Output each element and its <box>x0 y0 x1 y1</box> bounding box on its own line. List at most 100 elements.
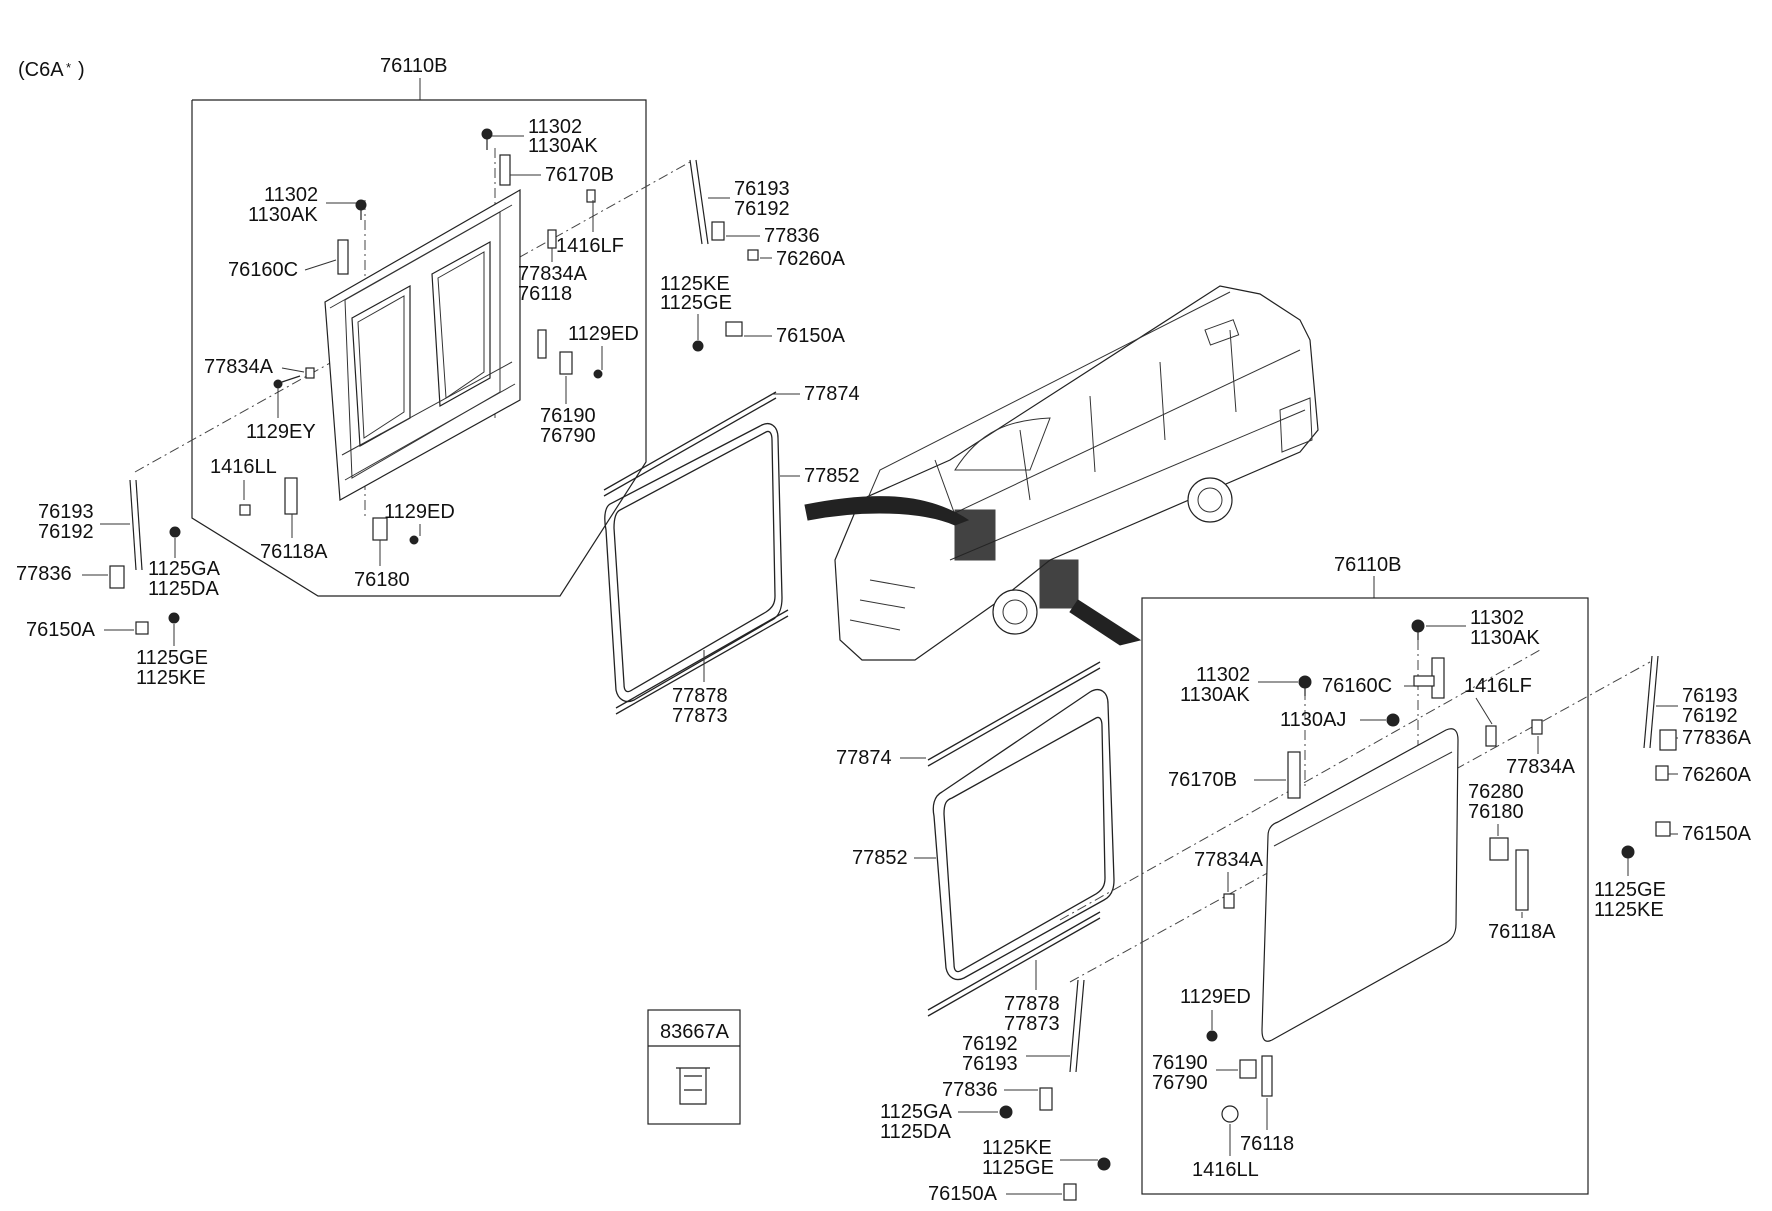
right-assembly-title: 76110B <box>1334 554 1401 576</box>
label-76280: 76280 <box>1468 781 1524 803</box>
label-1130aj: 1130AJ <box>1280 709 1346 731</box>
label-76118a: 76118A <box>260 541 328 563</box>
label-11302-d: 11302 <box>1196 664 1250 686</box>
label-76160c-b: 76160C <box>1322 675 1392 697</box>
label-76193-a: 76193 <box>734 178 790 200</box>
svg-text:(C6A: (C6A <box>18 59 64 81</box>
label-76192-c: 76192 <box>1682 705 1738 727</box>
label-1130ak-d: 1130AK <box>1180 684 1250 706</box>
left-assembly-title: 76110B <box>380 55 447 77</box>
left-outside-parts: 76193 76192 77836 76260A 1125KE 1125GE 7… <box>16 159 846 689</box>
label-1416lf-b: 1416LF <box>1464 675 1532 697</box>
seal-label-77878-b: 77878 <box>1004 993 1060 1015</box>
label-1125ge-a: 1125GE <box>660 292 732 314</box>
label-1125ge-c: 1125GE <box>1594 879 1666 901</box>
label-1125ga-a: 1125GA <box>148 558 221 580</box>
label-1416lf: 1416LF <box>556 235 624 257</box>
right-outside-parts: 76193 76192 77836A 76260A 76150A 1125GE … <box>1594 655 1752 921</box>
label-76260a-b: 76260A <box>1682 764 1752 786</box>
label-1125da-a: 1125DA <box>148 578 219 600</box>
label-76118-b: 76118 <box>1240 1133 1294 1155</box>
label-1130ak-c: 1130AK <box>1470 627 1540 649</box>
label-76170b: 76170B <box>545 164 614 186</box>
seal-label-77852-b: 77852 <box>852 847 908 869</box>
label-1125ge-d: 1125GE <box>982 1157 1054 1179</box>
clip-callout: 83667A <box>647 1009 741 1125</box>
left-assembly: 76110B <box>134 55 691 597</box>
label-1125ke-d: 1125KE <box>982 1137 1052 1159</box>
left-door-panel <box>324 188 521 501</box>
label-1125ke-a: 1125KE <box>660 273 730 295</box>
seal-label-77873-b: 77873 <box>1004 1013 1060 1035</box>
label-77834a-b: 77834A <box>204 356 274 378</box>
label-76190: 76190 <box>540 405 596 427</box>
left-hardware <box>239 128 603 545</box>
label-1130ak-a: 1130AK <box>528 135 598 157</box>
arrow-to-middle-door <box>1069 599 1142 646</box>
right-door-panel <box>1261 728 1459 1042</box>
label-76118: 76118 <box>518 283 572 305</box>
label-1129ed-a: 1129ED <box>568 323 639 345</box>
arrow-to-front-door <box>804 496 970 526</box>
label-1416ll: 1416LL <box>210 456 277 478</box>
label-11302-b: 11302 <box>264 184 318 206</box>
label-76190-b: 76190 <box>1152 1052 1208 1074</box>
label-76180: 76180 <box>354 569 410 591</box>
seal-label-77873-a: 77873 <box>672 705 728 727</box>
svg-text:): ) <box>78 59 85 81</box>
label-77834a-a: 77834A <box>518 263 588 285</box>
label-77834a-d: 77834A <box>1194 849 1264 871</box>
label-1125ga-b: 1125GA <box>880 1101 953 1123</box>
right-hardware <box>1206 619 1543 1123</box>
right-assembly: 76110B 11302 <box>1059 554 1651 1195</box>
label-1125ge-b: 1125GE <box>136 647 208 669</box>
clip-icon <box>676 1067 710 1105</box>
bus-middle-door-highlight <box>1039 559 1079 609</box>
label-76170b-b: 76170B <box>1168 769 1237 791</box>
label-76180-b: 76180 <box>1468 801 1524 823</box>
label-77836-b: 77836 <box>16 563 72 585</box>
label-1125ke-b: 1125KE <box>136 667 206 689</box>
label-76150a-d: 76150A <box>928 1183 998 1205</box>
label-76193-d: 76193 <box>962 1053 1018 1075</box>
label-76192-d: 76192 <box>962 1033 1018 1055</box>
seal-label-77874-b: 77874 <box>836 747 892 769</box>
svg-text:*: * <box>66 60 71 75</box>
label-76193-b: 76193 <box>38 501 94 523</box>
lower-seal-set: 77874 77852 77878 77873 <box>836 661 1115 1035</box>
seal-label-77878-a: 77878 <box>672 685 728 707</box>
label-76790-b: 76790 <box>1152 1072 1208 1094</box>
label-76150a-b: 76150A <box>26 619 96 641</box>
label-1130ak-b: 1130AK <box>248 204 318 226</box>
label-1125ke-c: 1125KE <box>1594 899 1664 921</box>
label-76790: 76790 <box>540 425 596 447</box>
variant-code: (C6A * ) <box>18 59 85 81</box>
label-76118a-b: 76118A <box>1488 921 1556 943</box>
upper-seal-set: 77874 77852 77878 77873 <box>603 383 860 727</box>
label-77836-d: 77836 <box>942 1079 998 1101</box>
label-77834a-c: 77834A <box>1506 756 1576 778</box>
label-77836a: 77836A <box>1682 727 1752 749</box>
label-76193-c: 76193 <box>1682 685 1738 707</box>
label-11302-c: 11302 <box>1470 607 1524 629</box>
label-1416ll-b: 1416LL <box>1192 1159 1259 1181</box>
label-1129ed-c: 1129ED <box>1180 986 1251 1008</box>
label-76260a-a: 76260A <box>776 248 846 270</box>
left-assembly-frame <box>191 99 647 597</box>
label-1129ey: 1129EY <box>246 421 316 443</box>
label-76192-a: 76192 <box>734 198 790 220</box>
label-11302-a: 11302 <box>528 116 582 138</box>
label-76150a-c: 76150A <box>1682 823 1752 845</box>
clip-label-83667a: 83667A <box>660 1021 730 1043</box>
seal-label-77874-a: 77874 <box>804 383 860 405</box>
label-76160c: 76160C <box>228 259 298 281</box>
label-76150a-a: 76150A <box>776 325 846 347</box>
label-1125da-b: 1125DA <box>880 1121 951 1143</box>
right-assembly-frame <box>1141 597 1589 1195</box>
label-1129ed-b: 1129ED <box>384 501 455 523</box>
label-76192-b: 76192 <box>38 521 94 543</box>
label-77836-a: 77836 <box>764 225 820 247</box>
lower-center-parts: 76192 76193 77836 1125GA 1125DA 1125KE 1… <box>880 979 1111 1205</box>
seal-label-77852-a: 77852 <box>804 465 860 487</box>
